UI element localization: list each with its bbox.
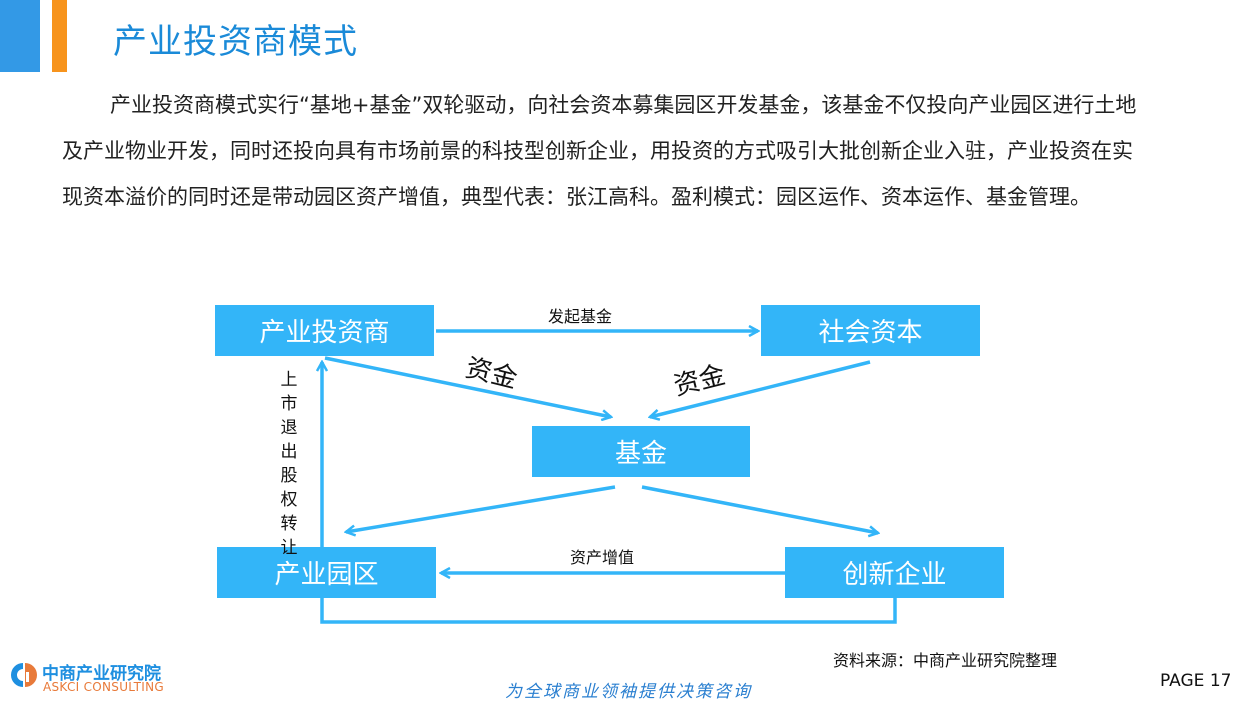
node-social-capital: 社会资本 [761, 305, 980, 356]
logo-text-cn: 中商产业研究院 [42, 664, 161, 684]
label-launch-fund: 发起基金 [548, 307, 613, 326]
arrow-fund-enterprise [641, 485, 878, 533]
arrow-investor-fund [324, 356, 611, 417]
connector-bottom [320, 598, 897, 624]
askci-logo-icon [11, 663, 37, 687]
source-note: 资料来源：中商产业研究院整理 [833, 651, 1058, 670]
arrow-social-fund [650, 360, 871, 417]
arrow-fund-park [346, 485, 616, 532]
accent-bar-blue [0, 0, 40, 72]
intro-paragraph: 产业投资商模式实行“基地+基金”双轮驱动，向社会资本募集园区开发基金，该基金不仅… [62, 93, 1137, 209]
label-asset-appreciation: 资产增值 [570, 548, 635, 567]
accent-bar-orange [52, 0, 67, 72]
page-title: 产业投资商模式 [113, 22, 358, 62]
page-number: PAGE 17 [1160, 671, 1232, 691]
node-fund: 基金 [532, 426, 750, 477]
node-enterprise: 创新企业 [785, 547, 1004, 598]
slogan: 为全球商业领袖提供决策咨询 [505, 682, 752, 702]
logo-text-en: ASKCI CONSULTING [43, 680, 164, 694]
node-investor: 产业投资商 [215, 305, 434, 356]
node-park: 产业园区 [217, 547, 436, 598]
label-exit: 上市退出股权转让 [280, 370, 298, 558]
